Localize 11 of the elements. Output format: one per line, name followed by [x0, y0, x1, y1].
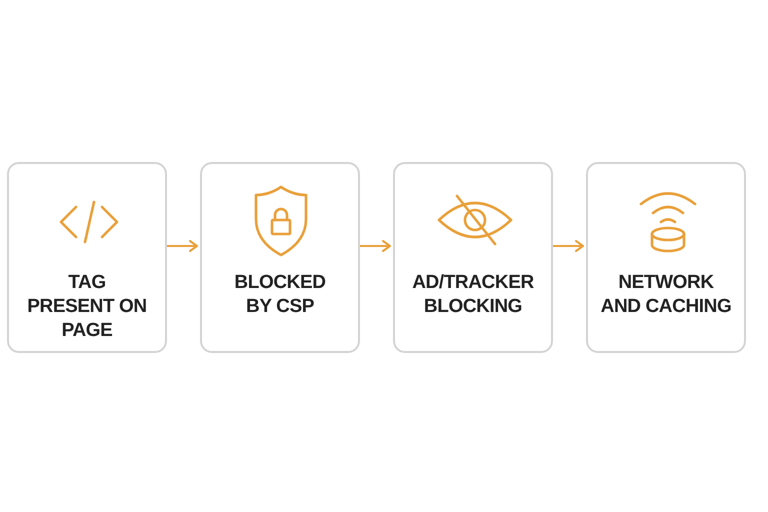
arrow — [553, 240, 584, 252]
step-label: BLOCKED BY CSP — [233, 271, 327, 319]
arrow — [167, 240, 198, 252]
step-label: AD/TRACKER BLOCKING — [411, 271, 535, 319]
step-label: TAG PRESENT ON PAGE — [26, 271, 148, 343]
step-label: NETWORK AND CACHING — [600, 271, 732, 319]
arrow — [360, 240, 391, 252]
step-card — [7, 162, 167, 353]
step-card — [393, 162, 553, 353]
step-card — [200, 162, 360, 353]
step-card — [586, 162, 746, 353]
